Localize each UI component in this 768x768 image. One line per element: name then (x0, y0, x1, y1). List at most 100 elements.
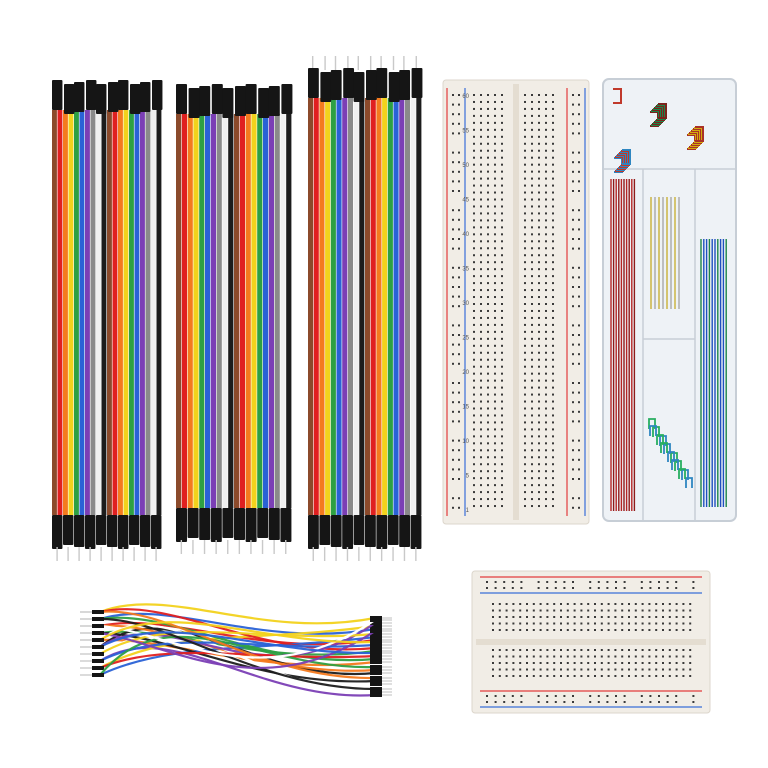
terminal-hole (501, 170, 503, 173)
rail-hole (578, 238, 580, 240)
terminal-hole (487, 428, 489, 431)
terminal-hole (628, 662, 630, 664)
ribbon-strand (347, 98, 353, 515)
rail-hole (452, 247, 454, 250)
terminal-hole (501, 456, 503, 459)
terminal-hole (492, 668, 494, 671)
terminal-hole (494, 191, 496, 194)
terminal-hole (538, 435, 540, 438)
terminal-hole (538, 414, 540, 417)
connector-housing (268, 86, 280, 116)
terminal-hole (566, 662, 569, 664)
terminal-hole (501, 142, 503, 145)
connector-housing (281, 84, 293, 114)
rail-hole (494, 581, 497, 583)
terminal-hole (505, 675, 508, 677)
rail-hole (452, 276, 454, 279)
terminal-hole (494, 435, 496, 438)
terminal-hole (494, 268, 496, 271)
rail-hole (572, 113, 574, 116)
terminal-hole (524, 296, 526, 299)
terminal-hole (689, 649, 692, 651)
terminal-hole (473, 142, 475, 145)
terminal-hole (689, 616, 692, 618)
terminal-hole (580, 629, 583, 631)
terminal-hole (473, 261, 475, 264)
terminal-hole (675, 675, 678, 677)
terminal-hole (538, 358, 540, 361)
terminal-hole (614, 662, 617, 664)
terminal-hole (532, 655, 535, 658)
terminal-hole (501, 316, 503, 319)
rail-hole (458, 238, 460, 240)
terminal-hole (621, 675, 624, 677)
rail-hole (606, 587, 609, 589)
terminal-hole (480, 128, 482, 131)
terminal-hole (492, 649, 494, 651)
rail-hole (623, 587, 626, 589)
ribbon-cables-group (52, 56, 423, 561)
terminal-hole (655, 662, 658, 664)
connector-pin (273, 540, 275, 554)
terminal-hole (648, 675, 651, 677)
tiny-jumper-wire (656, 434, 664, 445)
jumper-wire-plug (370, 671, 382, 675)
jumper-wire-plug (92, 617, 104, 621)
rail-hole (458, 190, 460, 192)
terminal-hole (531, 449, 533, 452)
terminal-hole (662, 649, 664, 651)
rail-hole (597, 701, 600, 703)
terminal-hole (494, 344, 496, 347)
terminal-hole (487, 289, 489, 292)
terminal-hole (480, 198, 482, 201)
terminal-hole (492, 622, 494, 625)
terminal-hole (494, 379, 496, 382)
terminal-hole (531, 323, 533, 326)
terminal-hole (553, 616, 556, 618)
terminal-hole (545, 296, 547, 299)
terminal-hole (487, 435, 489, 438)
terminal-hole (538, 114, 540, 117)
terminal-hole (682, 609, 685, 612)
terminal-hole (480, 149, 482, 152)
terminal-hole (675, 603, 678, 605)
connector-pin (380, 547, 383, 561)
terminal-hole (573, 668, 576, 671)
connector-pin (122, 547, 124, 561)
terminal-hole (538, 505, 540, 508)
terminal-hole (662, 622, 664, 625)
terminal-hole (524, 107, 526, 110)
terminal-hole (501, 289, 503, 292)
rail-hole (578, 401, 580, 404)
terminal-hole (531, 456, 533, 459)
rail-hole (572, 581, 574, 583)
terminal-hole (473, 400, 475, 403)
terminal-hole (566, 649, 569, 651)
terminal-hole (524, 456, 526, 459)
terminal-hole (480, 442, 482, 445)
terminal-hole (498, 616, 501, 618)
terminal-hole (538, 491, 540, 494)
rail-hole (452, 190, 454, 192)
terminal-hole (480, 491, 482, 494)
terminal-hole (526, 662, 528, 664)
rail-hole (615, 581, 617, 583)
jumper-wire-plug (92, 673, 104, 677)
row-number-label: 15 (462, 405, 469, 411)
terminal-hole (492, 662, 494, 664)
terminal-hole (531, 163, 533, 166)
ribbon-strand (353, 98, 359, 515)
terminal-hole (487, 337, 489, 340)
terminal-hole (498, 609, 501, 612)
terminal-hole (492, 616, 494, 618)
terminal-hole (539, 616, 542, 618)
terminal-hole (560, 603, 562, 605)
terminal-hole (531, 344, 533, 347)
terminal-hole (545, 233, 547, 236)
terminal-hole (480, 191, 482, 194)
terminal-hole (531, 470, 533, 473)
terminal-hole (487, 191, 489, 194)
terminal-hole (560, 649, 562, 651)
rail-hole (578, 334, 580, 336)
tiny-jumper-wire (649, 425, 657, 436)
